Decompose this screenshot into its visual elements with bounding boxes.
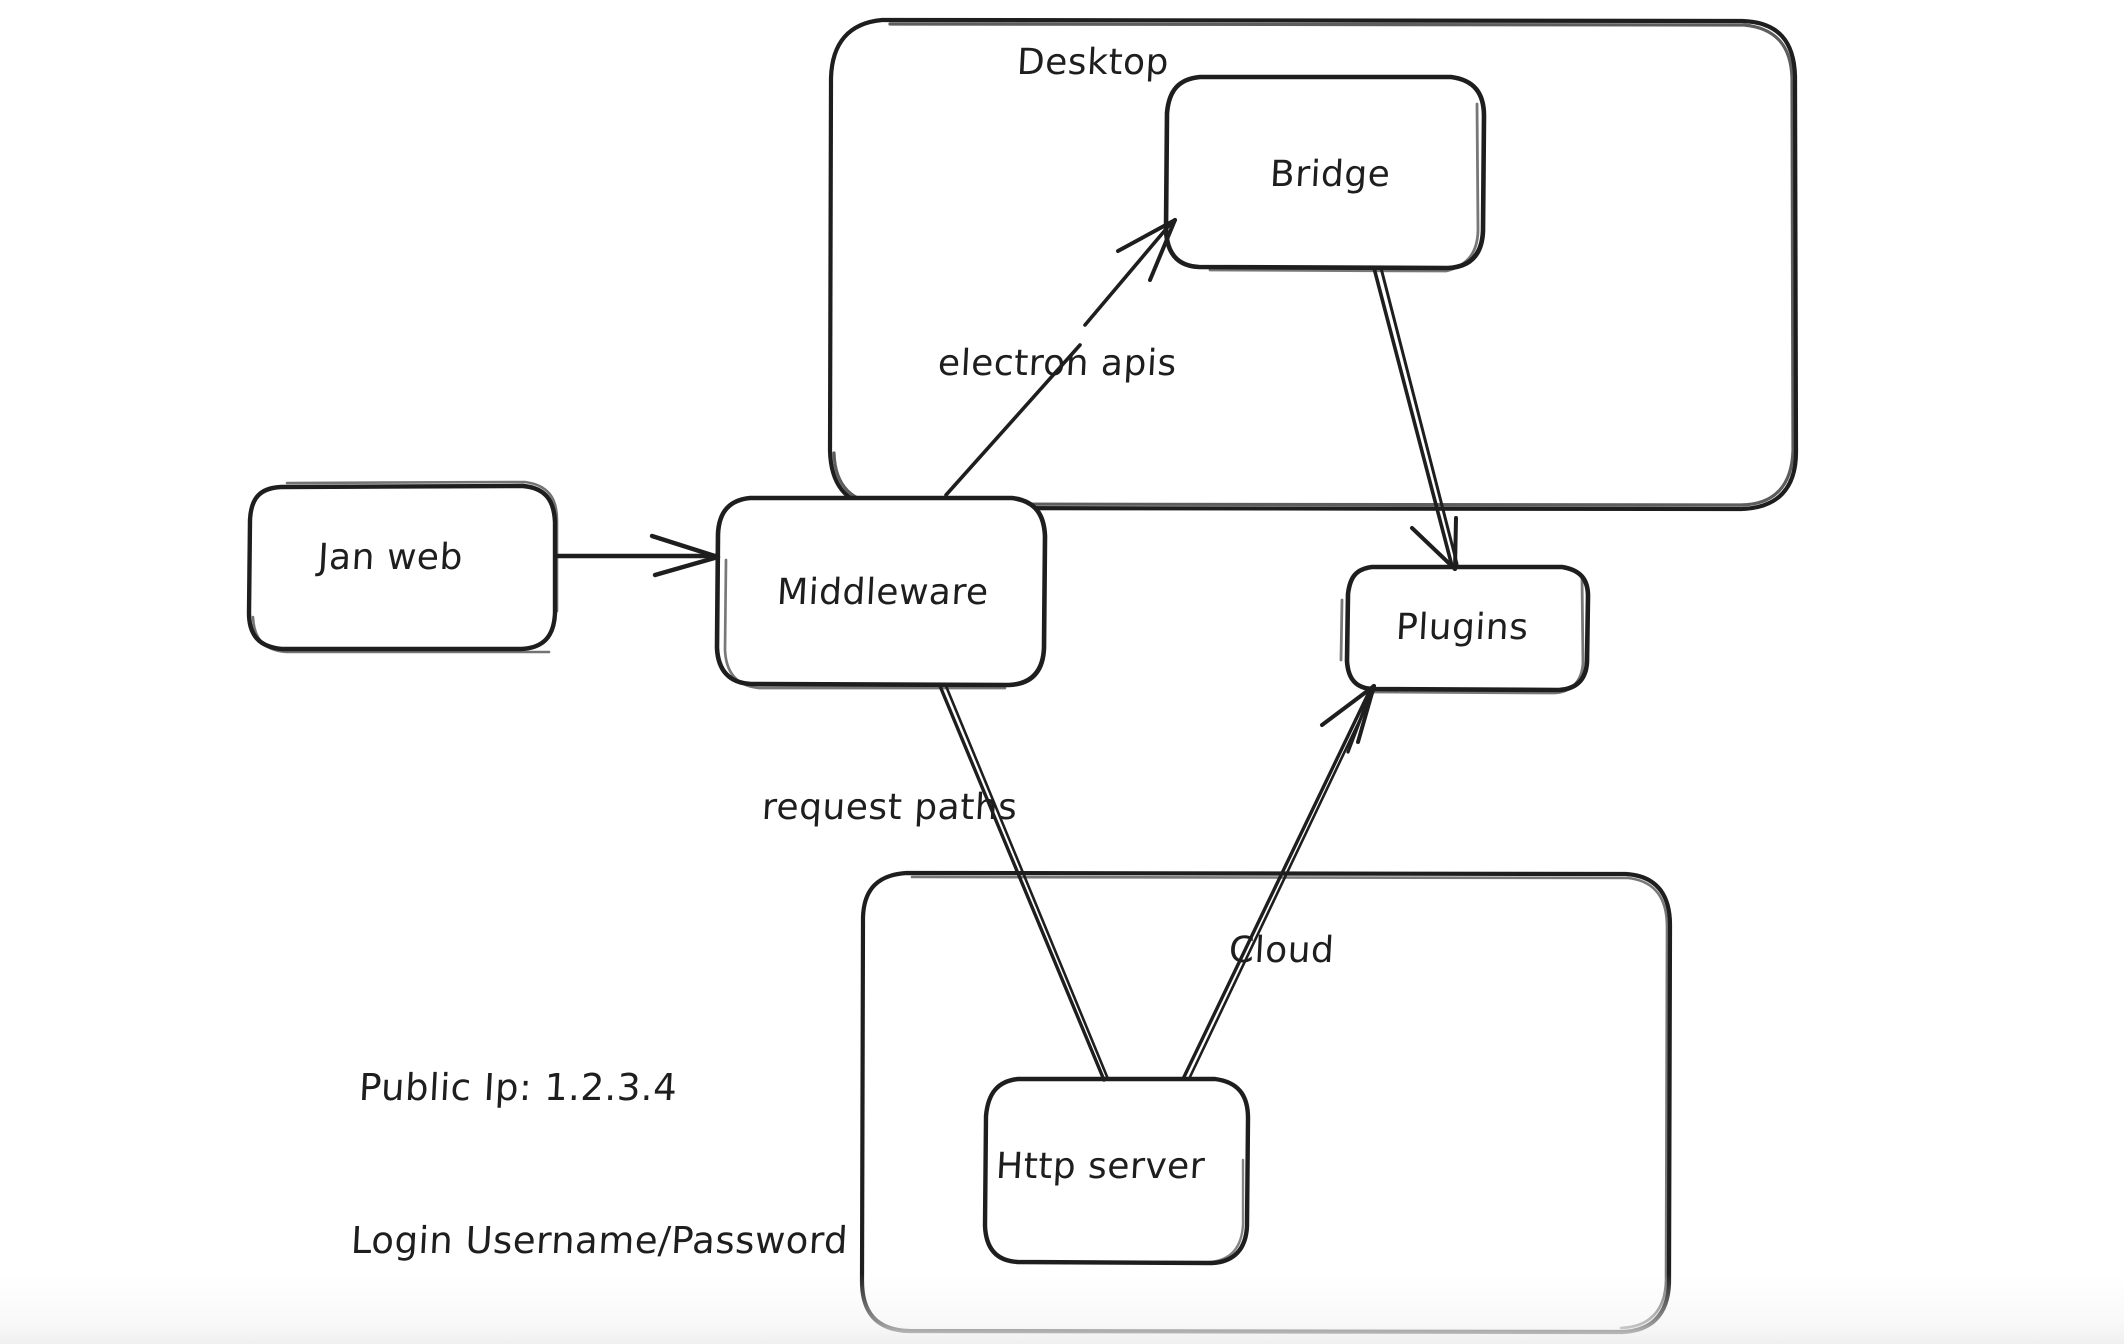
edge-http-server-to-plugins[interactable] xyxy=(1181,684,1376,1081)
node-box-middleware[interactable] xyxy=(714,495,1048,690)
node-label-http-server: Http server xyxy=(994,1146,1207,1187)
note-line-login: Login Username/Password xyxy=(349,1219,850,1263)
group-desktop-container[interactable] xyxy=(827,17,1799,512)
edge-bridge-to-plugins[interactable] xyxy=(1372,266,1459,571)
edge-label-request-paths: request paths xyxy=(760,787,1019,828)
node-label-middleware: Middleware xyxy=(775,572,990,613)
node-label-bridge: Bridge xyxy=(1268,154,1392,195)
node-box-http-server[interactable] xyxy=(982,1076,1251,1266)
node-label-plugins: Plugins xyxy=(1394,607,1530,648)
edge-middleware-to-bridge[interactable] xyxy=(944,218,1177,497)
node-box-bridge[interactable] xyxy=(1163,74,1487,273)
node-box-plugins[interactable] xyxy=(1339,564,1591,695)
note-line-public-ip: Public Ip: 1.2.3.4 xyxy=(357,1066,679,1110)
note-public-ip: Public Ip: 1.2.3.4 Login Username/Passwo… xyxy=(344,960,862,1344)
edge-jan-web-to-middleware[interactable] xyxy=(553,533,721,578)
group-label-desktop: Desktop xyxy=(1015,42,1171,83)
node-box-jan-web[interactable] xyxy=(246,480,559,654)
node-label-jan-web: Jan web xyxy=(316,537,464,578)
edge-middleware-to-http-server[interactable] xyxy=(938,684,1110,1082)
group-label-cloud: Cloud xyxy=(1227,930,1336,971)
edge-label-electron-apis: electron apis xyxy=(936,343,1178,384)
